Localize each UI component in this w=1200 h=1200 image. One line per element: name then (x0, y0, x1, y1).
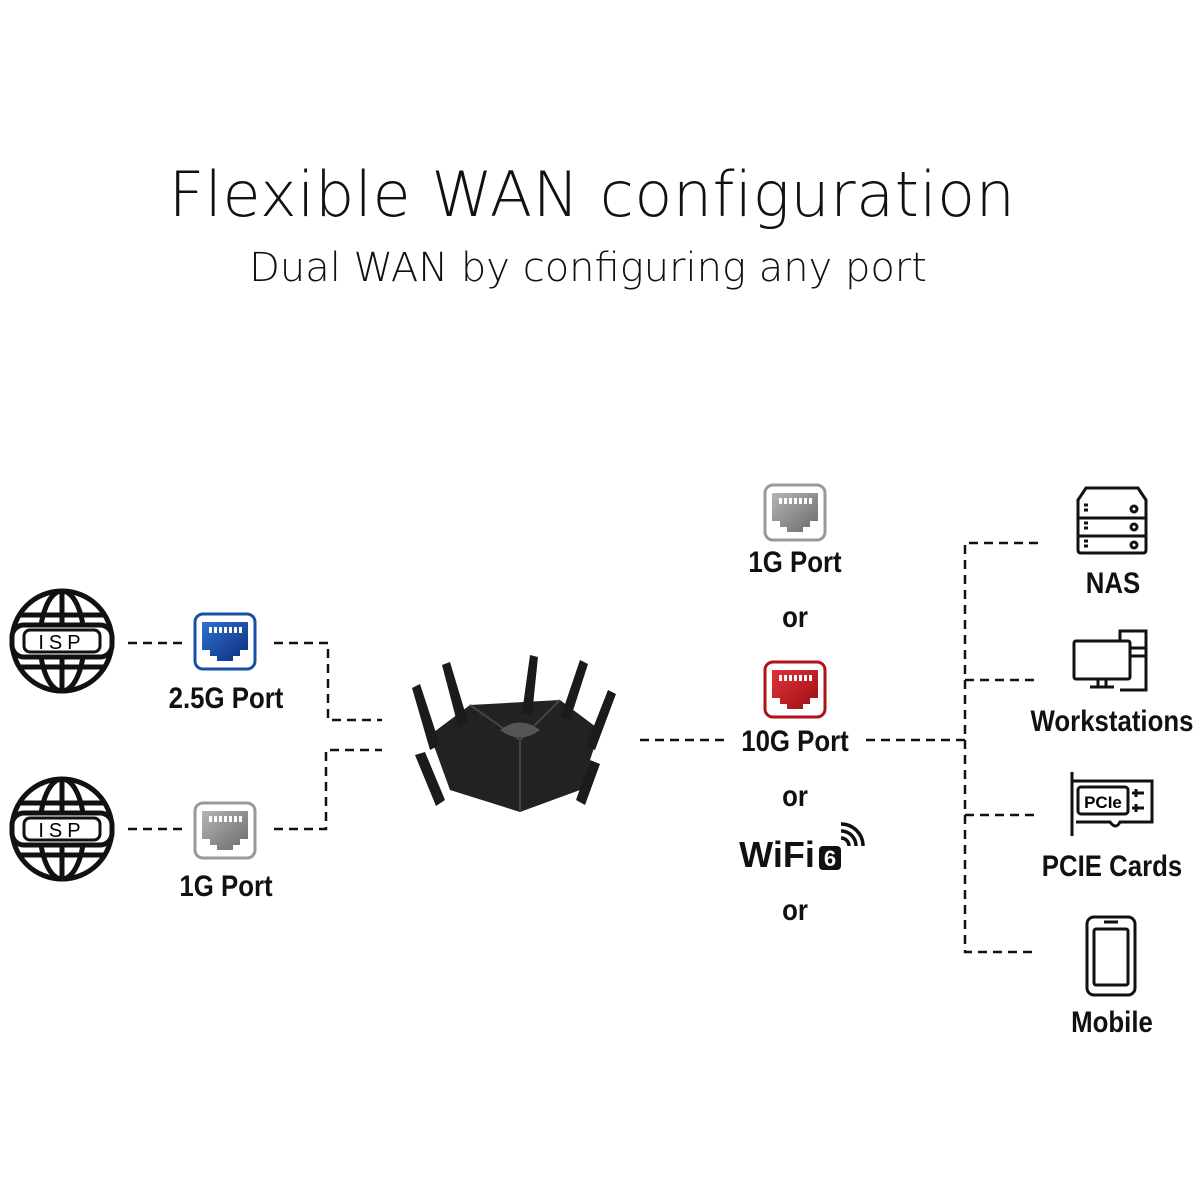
wifi-version: 6 (824, 846, 836, 871)
wifi-6-badge (819, 846, 841, 870)
isp-label: ISP (38, 632, 85, 654)
or-label: or (782, 780, 808, 813)
mobile-icon (1085, 915, 1137, 997)
device-label-nas: NAS (1085, 567, 1141, 600)
isp-globe-icon: ISP (12, 591, 112, 691)
ethernet-port-1g-icon (193, 801, 257, 860)
pcie-card-icon (1070, 772, 1154, 836)
ethernet-port-10g-icon (763, 660, 827, 719)
or-label: or (782, 601, 808, 634)
ethernet-port-1g-icon (763, 483, 827, 542)
wifi-signal-icon (840, 822, 865, 847)
page-subtitle: Dual WAN by configuring any port (249, 245, 927, 291)
wan-port-label: 1G Port (179, 870, 273, 903)
server-icon (1076, 486, 1148, 555)
page-title: Flexible WAN configuration (168, 158, 1016, 231)
device-label-mobile: Mobile (1071, 1006, 1153, 1039)
device-label-pcie: PCIE Cards (1041, 850, 1183, 883)
lan-port-10g-label: 10G Port (741, 725, 849, 758)
or-label: or (782, 894, 808, 927)
device-label-workstations: Workstations (1030, 705, 1194, 738)
workstation-icon (1072, 629, 1148, 692)
isp-globe-icon: ISP (12, 779, 112, 879)
pcie-icon-text: PCIe (1084, 793, 1122, 812)
router-image (412, 655, 616, 812)
connection-lines (128, 541, 1038, 954)
wifi-label: WiFi (739, 834, 815, 875)
isp-label: ISP (38, 820, 85, 842)
wan-port-label: 2.5G Port (168, 682, 284, 715)
ethernet-port-2-5g-icon (193, 612, 257, 671)
lan-port-1g-label: 1G Port (748, 546, 842, 579)
